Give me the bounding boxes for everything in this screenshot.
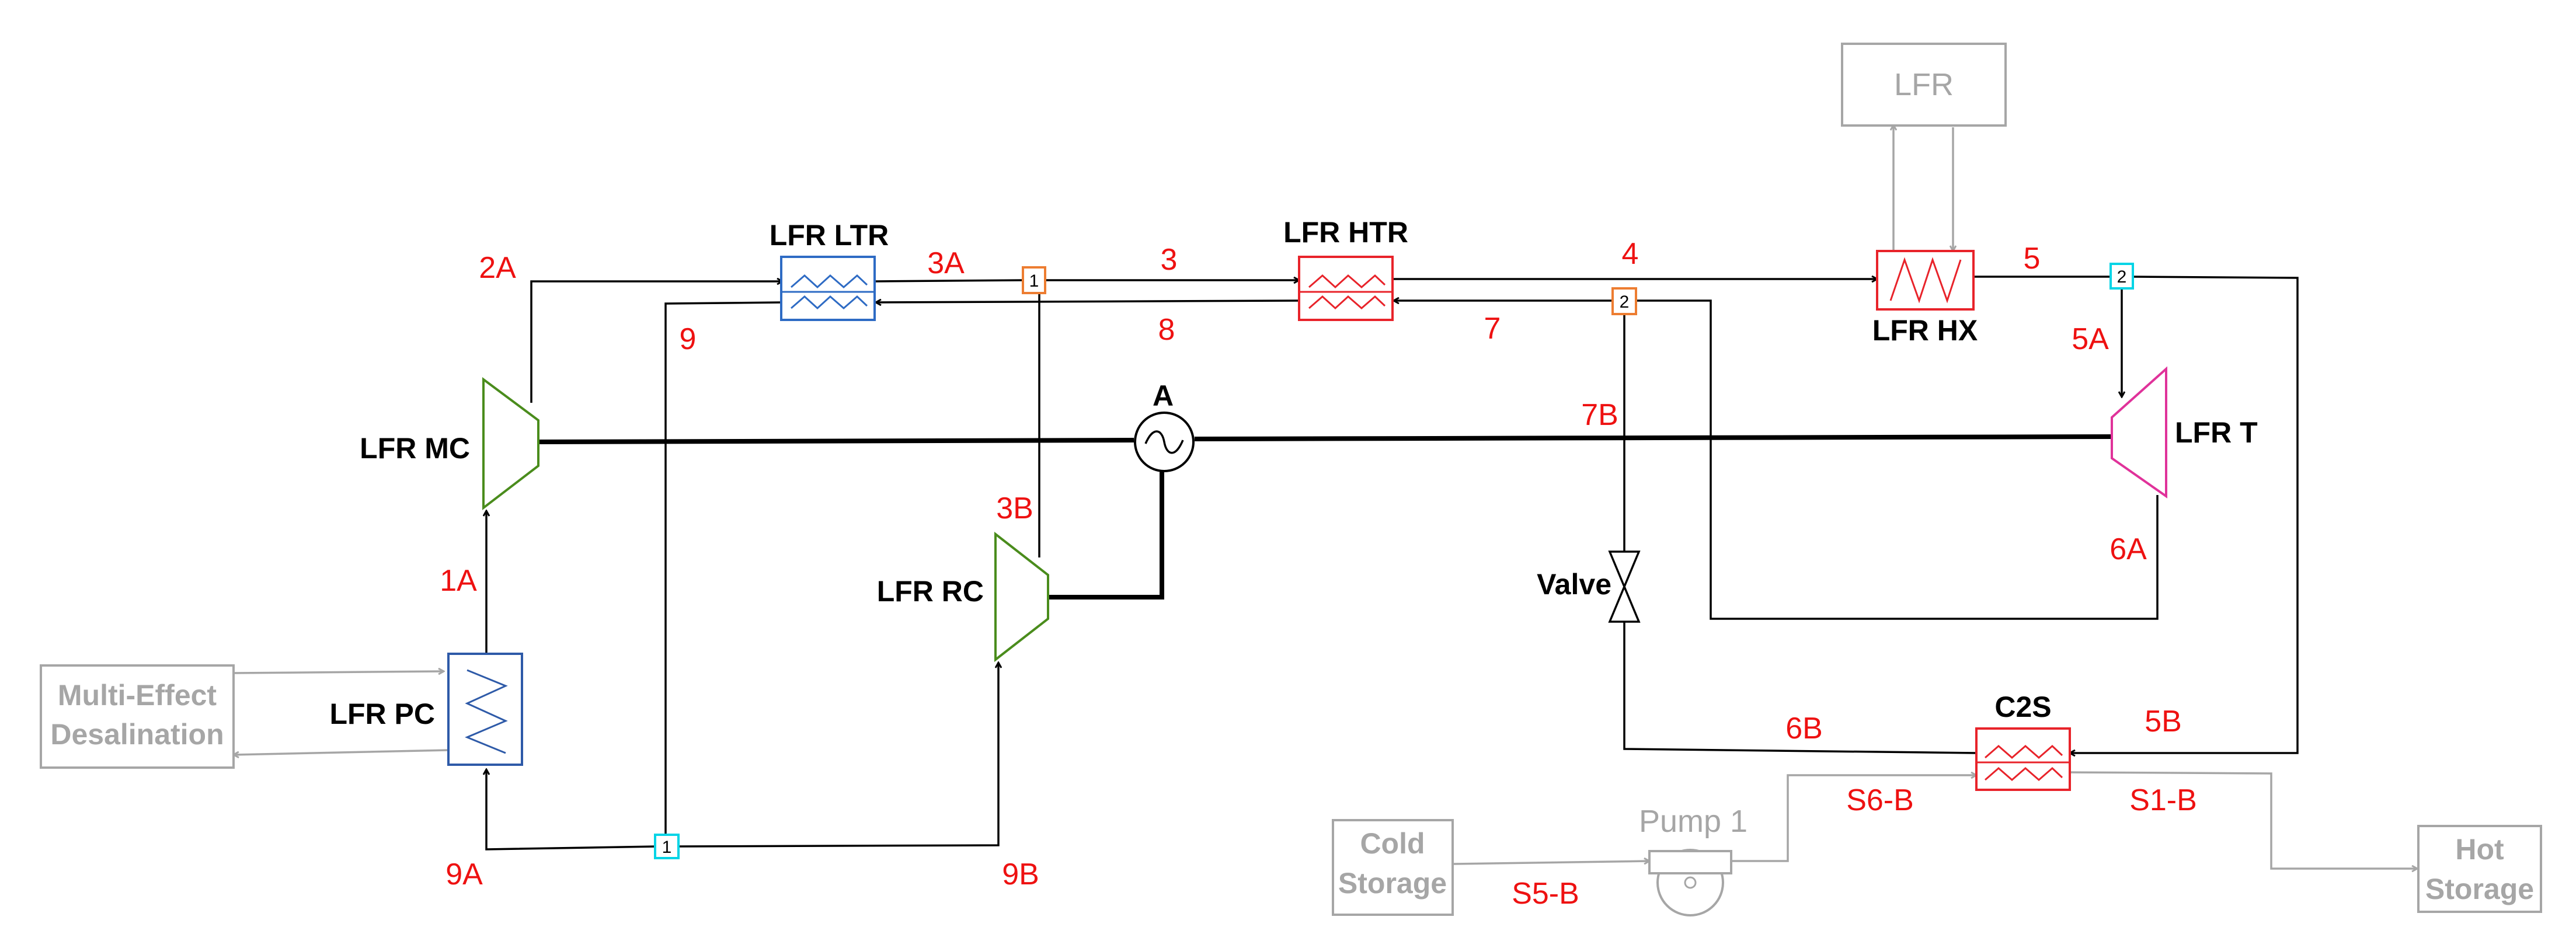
desalination-label-line2: Desalination bbox=[50, 718, 224, 751]
splitter-node-1-label: 1 bbox=[662, 838, 672, 857]
hot-storage-label-line1: Hot bbox=[2455, 833, 2504, 866]
flow-8 bbox=[876, 301, 1300, 302]
state-2a: 2A bbox=[479, 251, 516, 285]
mixer-node-2-label: 2 bbox=[1620, 292, 1630, 312]
state-9: 9 bbox=[680, 322, 697, 356]
desalination-label-line1: Multi-Effect bbox=[58, 679, 217, 712]
flow-9a bbox=[486, 769, 657, 851]
state-9a: 9A bbox=[445, 858, 483, 891]
hx-label: LFR HX bbox=[1872, 314, 1978, 347]
turbine[interactable] bbox=[2111, 366, 2167, 499]
state-5b: 5B bbox=[2145, 705, 2182, 738]
flow-6a bbox=[1635, 299, 2159, 620]
flow-lines bbox=[486, 276, 2299, 851]
cold-storage-box[interactable] bbox=[1332, 819, 1454, 916]
generator-label: A bbox=[1153, 379, 1174, 412]
state-s5b: S5-B bbox=[1512, 877, 1579, 911]
lfr-reactor-box[interactable] bbox=[1841, 43, 2007, 127]
rc-compressor[interactable] bbox=[994, 531, 1049, 663]
desalination-box[interactable] bbox=[40, 664, 235, 769]
ltr-recuperator[interactable] bbox=[780, 256, 876, 321]
state-4: 4 bbox=[1622, 237, 1639, 271]
flow-9 bbox=[664, 301, 783, 838]
state-3b: 3B bbox=[996, 492, 1033, 525]
state-s1b: S1-B bbox=[2129, 783, 2197, 817]
turbine-label: LFR T bbox=[2175, 416, 2258, 449]
generator[interactable] bbox=[1134, 412, 1195, 472]
state-6b: 6B bbox=[1785, 712, 1823, 745]
mixer-node-2[interactable]: 2 bbox=[1611, 287, 1637, 315]
state-3: 3 bbox=[1161, 243, 1178, 277]
ltr-label: LFR LTR bbox=[770, 219, 889, 252]
flow-9b bbox=[677, 663, 998, 848]
mc-label: LFR MC bbox=[360, 432, 470, 465]
shaft bbox=[538, 434, 2112, 600]
mixer-node-1-label: 1 bbox=[1029, 271, 1039, 291]
s6b-line bbox=[1731, 775, 1976, 862]
state-1a: 1A bbox=[440, 564, 477, 598]
pc-label: LFR PC bbox=[329, 698, 435, 730]
state-6a: 6A bbox=[2109, 532, 2147, 566]
mixer-node-1[interactable]: 1 bbox=[1022, 266, 1046, 294]
rc-label: LFR RC bbox=[877, 575, 984, 608]
state-8: 8 bbox=[1158, 313, 1175, 347]
state-s6b: S6-B bbox=[1846, 783, 1914, 817]
pc-precooler[interactable] bbox=[447, 653, 523, 766]
htr-label: LFR HTR bbox=[1283, 216, 1408, 249]
lfr-reactor-label: LFR bbox=[1894, 67, 1954, 102]
state-9b: 9B bbox=[1002, 858, 1039, 891]
external-lines bbox=[234, 125, 2417, 869]
hot-storage-label-line2: Storage bbox=[2425, 873, 2534, 905]
desal-supply-line bbox=[233, 671, 444, 673]
state-5: 5 bbox=[2024, 242, 2041, 276]
cold-storage-label-line2: Storage bbox=[1338, 867, 1447, 900]
s1b-line bbox=[2069, 771, 2417, 869]
cold-storage-label-line1: Cold bbox=[1360, 827, 1425, 860]
state-5a: 5A bbox=[2072, 322, 2109, 356]
s5b-line bbox=[1453, 861, 1649, 865]
state-3a: 3A bbox=[927, 246, 965, 280]
c2s-heat-exchanger[interactable] bbox=[1975, 727, 2071, 791]
valve[interactable] bbox=[1608, 550, 1641, 623]
pump[interactable] bbox=[1648, 849, 1732, 916]
splitter-node-2-label: 2 bbox=[2117, 267, 2127, 287]
c2s-label: C2S bbox=[1994, 691, 2051, 723]
mc-compressor[interactable] bbox=[482, 377, 539, 511]
hot-storage-box[interactable] bbox=[2417, 825, 2542, 913]
valve-label: Valve bbox=[1537, 568, 1611, 601]
splitter-node-1[interactable]: 1 bbox=[654, 834, 680, 859]
htr-recuperator[interactable] bbox=[1298, 256, 1394, 321]
desal-return-line bbox=[234, 749, 450, 755]
flow-2a bbox=[530, 281, 782, 403]
hx-heat-exchanger[interactable] bbox=[1876, 250, 1975, 311]
flow-5b bbox=[2070, 276, 2299, 753]
flow-6b bbox=[1623, 622, 1977, 754]
state-7: 7 bbox=[1484, 312, 1501, 346]
flow-3a bbox=[874, 279, 1024, 283]
state-7b: 7B bbox=[1581, 398, 1618, 432]
pump-label: Pump 1 bbox=[1639, 804, 1747, 839]
splitter-node-2[interactable]: 2 bbox=[2109, 263, 2134, 290]
